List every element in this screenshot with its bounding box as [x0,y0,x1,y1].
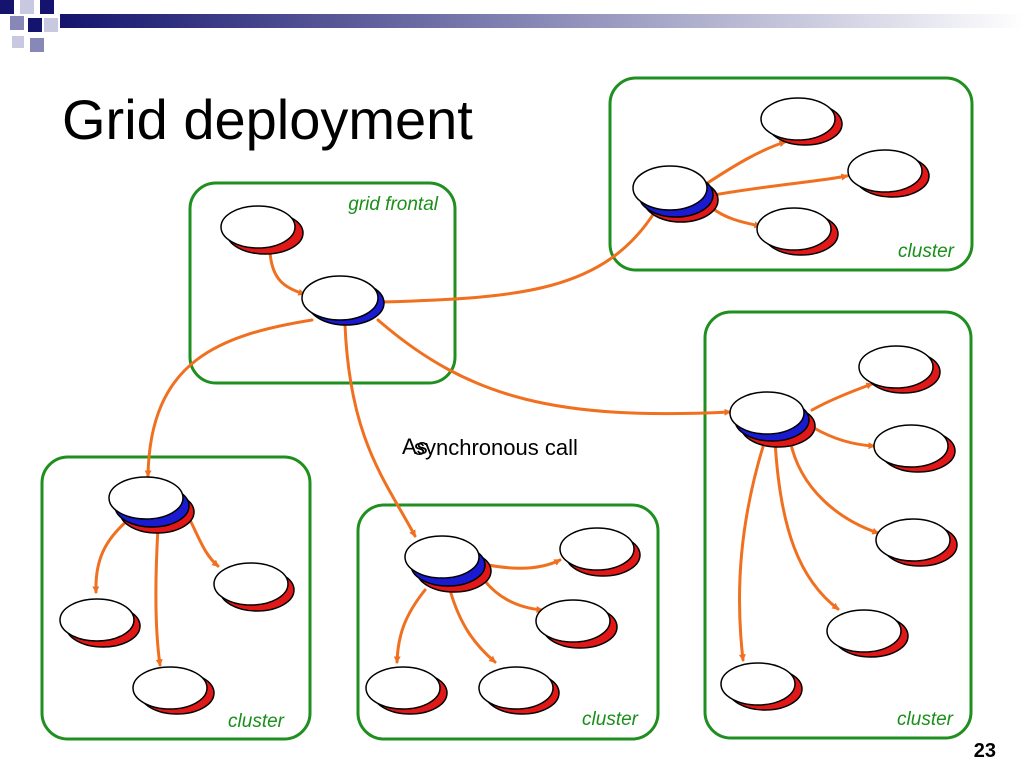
node-right-worker-2 [873,424,956,473]
arrow-frontal-to-right-cluster [376,318,732,416]
node-right-worker-1 [858,345,941,394]
group-cluster-right: cluster [703,310,973,740]
arrow-left-2 [154,526,163,667]
arrow-top-2 [706,173,849,198]
node-top-worker-1 [760,97,843,146]
group-label-frontal: grid frontal [348,194,439,215]
call-label: synchronous call [414,435,578,460]
node-middle-master [404,535,492,593]
slide-title: Grid deployment [62,88,473,151]
node-right-worker-4 [826,609,909,658]
nodes [59,97,958,715]
node-right-master [729,391,816,448]
arrow-top-1 [704,140,787,186]
arrow-middle-3 [448,588,497,664]
node-top-worker-2 [847,149,930,198]
node-right-worker-5 [720,662,803,711]
group-cluster-bottom-left: cluster [40,455,312,741]
node-middle-worker-1 [559,527,641,577]
arrow-middle-2 [482,578,544,613]
group-cluster-top-right: cluster [608,76,974,272]
arrow-frontal-local [268,250,306,296]
group-label-bottom-middle: cluster [582,709,639,730]
arrow-frontal-to-left-cluster [144,318,314,478]
node-middle-worker-4 [478,666,560,715]
node-left-master [108,476,195,534]
node-left-worker-2 [213,562,295,612]
arrow-right-1 [810,382,874,412]
arrow-right-2 [812,426,876,450]
arrow-middle-4 [393,588,427,664]
node-middle-worker-3 [365,666,448,715]
group-cluster-bottom-middle: cluster [356,503,660,741]
group-label-top-right: cluster [898,241,955,262]
node-top-worker-3 [756,207,839,256]
node-frontal-main [301,275,385,326]
arrow-frontal-to-top-cluster [380,208,658,304]
arrow-right-4 [773,438,840,611]
node-left-worker-1 [59,598,141,648]
arrow-middle-1 [486,558,562,570]
node-right-worker-3 [875,518,958,567]
group-label-bottom-left: cluster [228,711,285,732]
call-label-overlap: As [402,434,428,459]
arrow-left-3 [188,518,220,568]
call-arrows [92,140,880,667]
page-number: 23 [973,740,996,762]
arrow-top-3 [710,206,762,229]
group-grid-frontal: grid frontal [188,181,457,385]
node-middle-worker-2 [535,599,618,649]
slide-decoration [0,0,1024,52]
arrow-right-5 [738,438,767,662]
group-label-right: cluster [897,709,954,730]
node-left-worker-3 [132,666,215,715]
arrow-left-1 [92,518,130,594]
arrow-frontal-to-middle-cluster [343,323,417,538]
node-frontal-worker [220,205,304,255]
node-top-master [632,165,719,223]
arrow-right-3 [788,438,880,535]
